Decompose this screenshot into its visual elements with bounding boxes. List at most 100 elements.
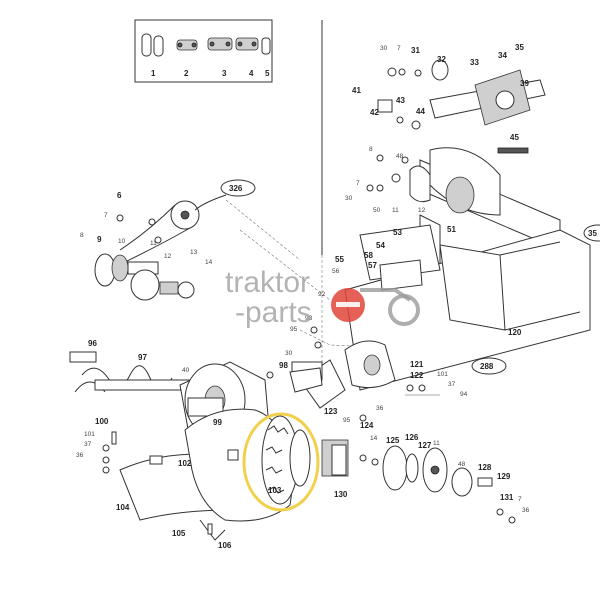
svg-text:30: 30 (345, 195, 353, 202)
svg-text:92: 92 (318, 291, 326, 298)
svg-text:10: 10 (118, 238, 126, 245)
svg-text:54: 54 (376, 241, 385, 250)
svg-text:31: 31 (411, 46, 420, 55)
svg-text:12: 12 (164, 253, 172, 260)
svg-text:50: 50 (373, 207, 381, 214)
svg-text:34: 34 (498, 51, 507, 60)
svg-text:124: 124 (360, 421, 374, 430)
svg-text:36: 36 (76, 452, 84, 459)
svg-text:36: 36 (376, 405, 384, 412)
svg-text:40: 40 (182, 367, 190, 374)
svg-text:30: 30 (285, 350, 293, 357)
svg-text:37: 37 (448, 381, 456, 388)
highlight-ring-103 (242, 412, 320, 512)
svg-text:9: 9 (97, 235, 102, 244)
chain-link-inset: 1 2 3 4 5 (134, 19, 273, 83)
callout-35: 35 (583, 224, 600, 242)
svg-text:8: 8 (80, 232, 84, 239)
inset-label-4: 4 (249, 69, 254, 78)
chain-drive-assembly (94, 200, 200, 301)
chain-link-3-icon (207, 37, 233, 51)
chain-link-4-icon (235, 37, 259, 51)
svg-text:121: 121 (410, 360, 424, 369)
svg-text:128: 128 (478, 463, 492, 472)
chain-link-2-icon (176, 39, 198, 51)
svg-text:98: 98 (279, 361, 288, 370)
chain-link-1-icon (141, 33, 164, 57)
svg-text:37: 37 (84, 441, 92, 448)
callout-288: 288 (471, 357, 507, 375)
svg-text:36: 36 (522, 507, 530, 514)
svg-text:44: 44 (416, 107, 425, 116)
svg-text:45: 45 (510, 133, 519, 142)
svg-text:122: 122 (410, 371, 424, 380)
svg-text:102: 102 (178, 459, 192, 468)
callout-326: 326 (194, 179, 256, 211)
svg-text:35: 35 (588, 229, 597, 238)
svg-text:123: 123 (324, 407, 338, 416)
svg-text:14: 14 (370, 435, 378, 442)
svg-text:-parts: -parts (235, 296, 312, 329)
svg-text:326: 326 (229, 184, 243, 193)
svg-text:126: 126 (405, 433, 419, 442)
chain-link-5-icon (261, 37, 271, 55)
sprocket-103 (261, 415, 311, 505)
svg-text:41: 41 (352, 86, 361, 95)
svg-text:96: 96 (88, 339, 97, 348)
svg-text:95: 95 (343, 417, 351, 424)
svg-text:7: 7 (104, 212, 108, 219)
svg-text:43: 43 (396, 96, 405, 105)
traktor-parts-watermark: traktor -parts (225, 266, 420, 329)
svg-text:105: 105 (172, 529, 186, 538)
svg-text:7: 7 (356, 180, 360, 187)
svg-text:7: 7 (518, 496, 522, 503)
svg-text:99: 99 (213, 418, 222, 427)
svg-text:129: 129 (497, 472, 511, 481)
inset-label-5: 5 (265, 69, 270, 78)
inset-label-1: 1 (151, 69, 156, 78)
svg-text:57: 57 (368, 261, 377, 270)
svg-text:101: 101 (437, 371, 448, 378)
svg-text:94: 94 (460, 391, 468, 398)
svg-text:53: 53 (393, 228, 402, 237)
construction-lines (225, 20, 471, 396)
svg-text:13: 13 (190, 249, 198, 256)
part-number-labels: 6 7 8 9 10 11 12 13 14 30 7 31 32 33 34 … (76, 43, 530, 550)
svg-text:39: 39 (520, 79, 529, 88)
inset-label-3: 3 (222, 69, 227, 78)
fasteners-left (102, 326, 323, 535)
svg-text:125: 125 (386, 436, 400, 445)
inset-label-2: 2 (184, 69, 189, 78)
svg-text:traktor: traktor (225, 266, 310, 299)
svg-text:42: 42 (370, 108, 379, 117)
svg-text:51: 51 (447, 225, 456, 234)
svg-text:127: 127 (418, 441, 432, 450)
svg-text:93: 93 (305, 315, 313, 322)
svg-text:48: 48 (396, 153, 404, 160)
svg-text:11: 11 (150, 240, 157, 247)
svg-text:33: 33 (470, 58, 479, 67)
svg-text:48: 48 (458, 461, 466, 468)
svg-text:8: 8 (369, 146, 373, 153)
svg-text:32: 32 (437, 55, 446, 64)
svg-text:106: 106 (218, 541, 232, 550)
svg-text:6: 6 (117, 191, 122, 200)
svg-text:12: 12 (418, 207, 426, 214)
svg-text:58: 58 (364, 251, 373, 260)
svg-text:14: 14 (205, 259, 213, 266)
svg-text:30: 30 (380, 45, 388, 52)
svg-text:131: 131 (500, 493, 514, 502)
svg-text:11: 11 (433, 440, 440, 447)
svg-text:104: 104 (116, 503, 130, 512)
svg-text:95: 95 (290, 326, 298, 333)
svg-text:100: 100 (95, 417, 109, 426)
svg-text:103: 103 (268, 486, 282, 495)
svg-text:35: 35 (515, 43, 524, 52)
tractor-logo-icon (331, 288, 420, 326)
upper-shaft-assembly (366, 59, 561, 266)
svg-text:97: 97 (138, 353, 147, 362)
gear-bearing-assembly (291, 340, 516, 524)
svg-text:101: 101 (84, 431, 95, 438)
